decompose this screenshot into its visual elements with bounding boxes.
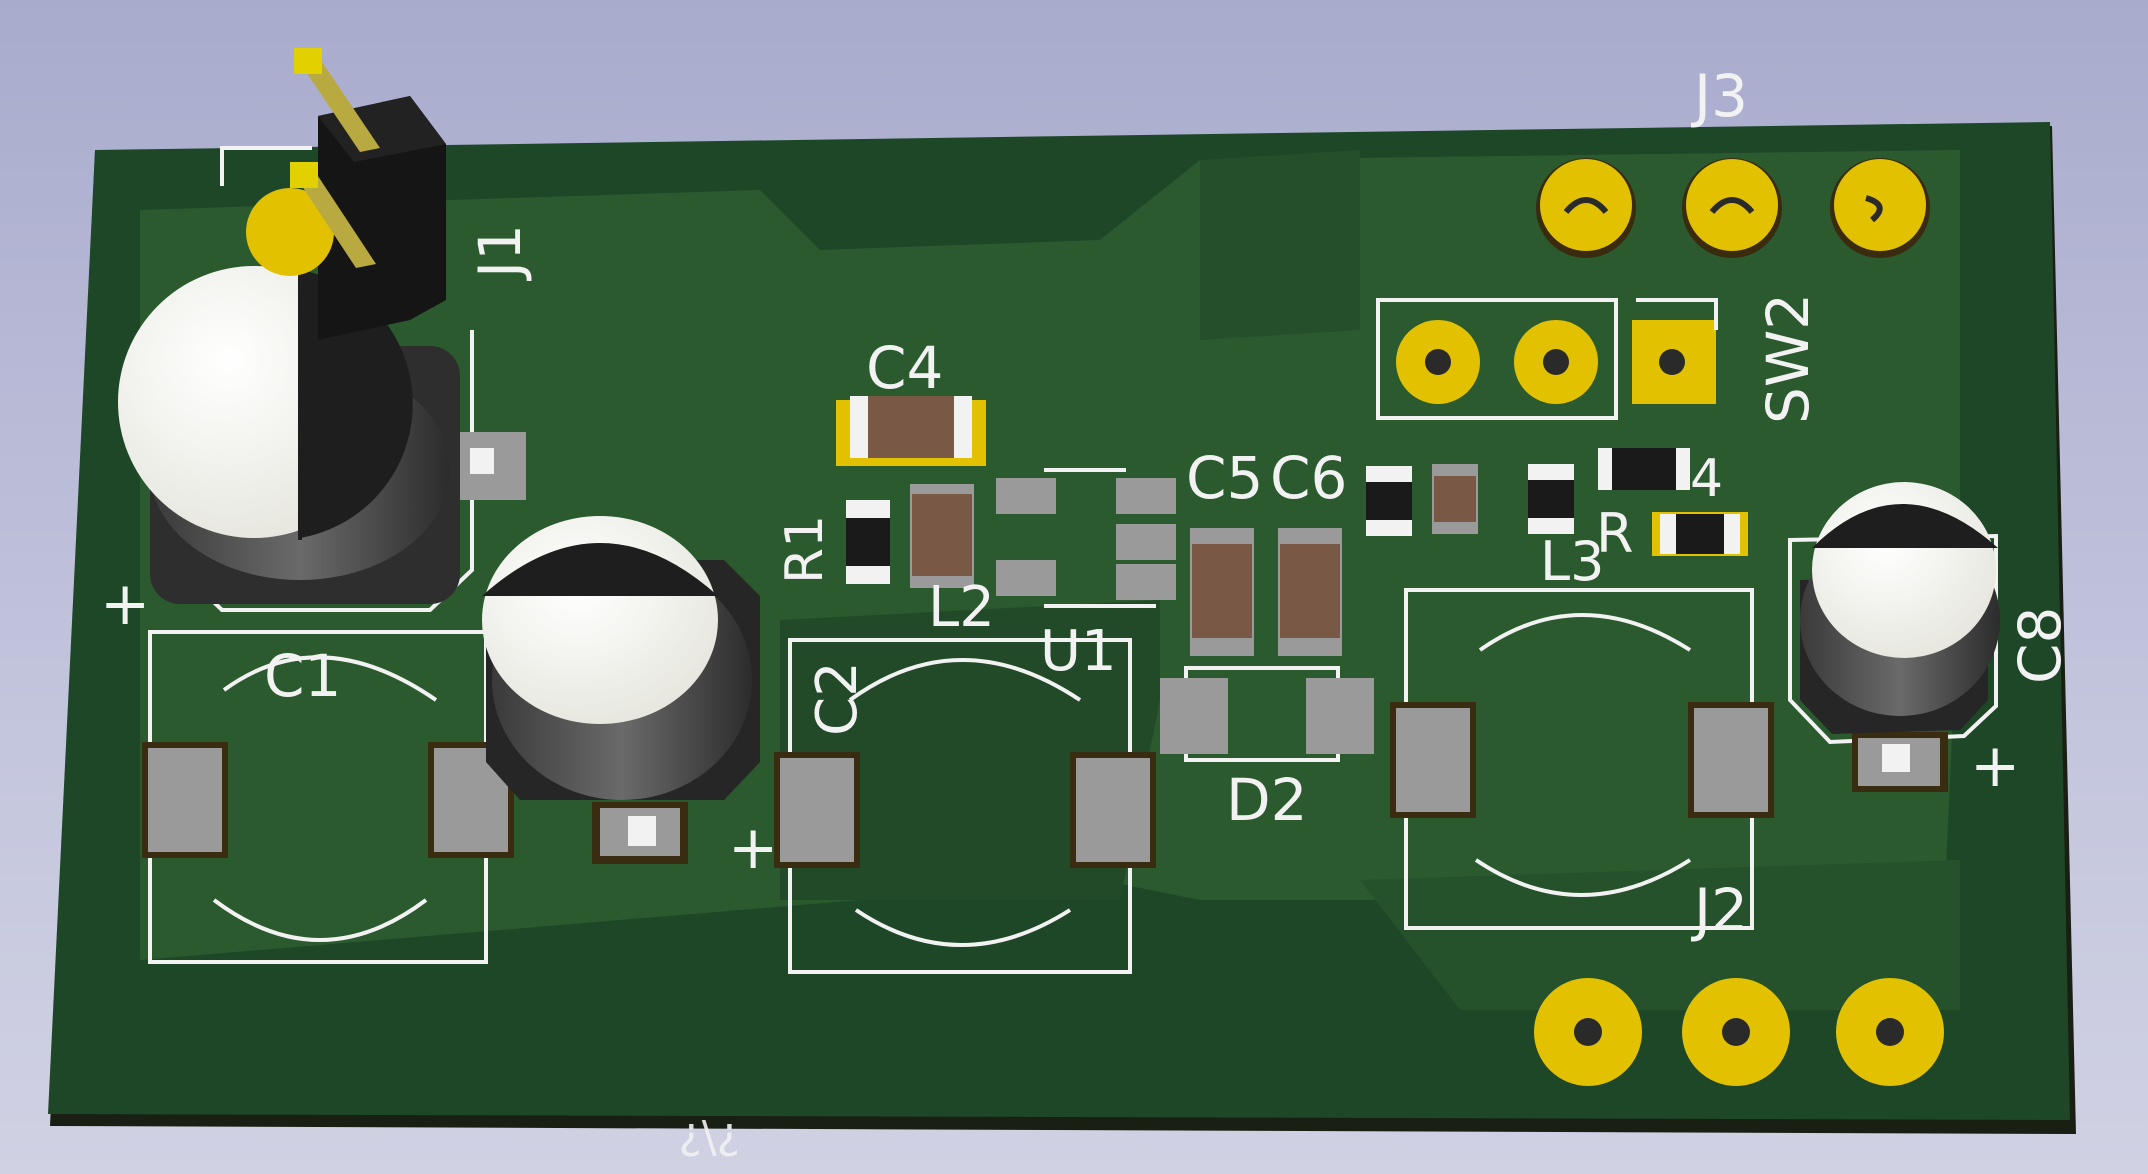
j3-connector[interactable] xyxy=(1536,158,1930,258)
inductor-l2[interactable] xyxy=(774,638,1156,974)
ic-u1[interactable] xyxy=(996,468,1176,608)
label-r4-partial: 4 xyxy=(1690,449,1723,509)
inductor-l2-pad-a xyxy=(780,758,854,862)
pin-header-j1[interactable] xyxy=(246,48,446,340)
svg-text:?\?: ?\? xyxy=(678,1113,740,1164)
label-c1: C1 xyxy=(264,642,341,710)
inductor-l3[interactable] xyxy=(1390,588,1774,930)
inductor-left-pad-a xyxy=(148,748,222,852)
label-r1: R1 xyxy=(775,515,835,584)
capacitor-c6[interactable] xyxy=(1278,528,1342,656)
polarity-c8: + xyxy=(1970,731,2020,801)
polarity-c2: + xyxy=(728,813,778,883)
label-c2: C2 xyxy=(805,661,870,736)
capacitor-c4[interactable] xyxy=(836,396,986,466)
inductor-l3-pad-a xyxy=(1396,708,1470,812)
u1-pin-5 xyxy=(1116,564,1176,600)
label-l3: L3 xyxy=(1540,530,1604,593)
label-sw2: SW2 xyxy=(1754,293,1822,424)
d2-pad-a xyxy=(1160,678,1228,754)
capacitor-c2[interactable] xyxy=(482,516,760,864)
inductor-l2-pad-b xyxy=(1076,758,1150,862)
polarity-c1: + xyxy=(100,569,150,639)
label-d2: D2 xyxy=(1226,766,1308,834)
u1-pin-4 xyxy=(1116,524,1176,560)
u1-pin-2 xyxy=(996,560,1056,596)
copper-pour-island xyxy=(1200,150,1360,340)
capacitor-c3[interactable] xyxy=(910,484,974,588)
backside-text: ?\? xyxy=(678,1113,740,1164)
label-l2: L2 xyxy=(928,575,995,640)
diode-d2[interactable] xyxy=(1160,666,1374,762)
label-u1: U1 xyxy=(1040,619,1117,684)
label-c4: C4 xyxy=(866,334,943,402)
label-c6: C6 xyxy=(1270,444,1347,512)
u1-pin-3 xyxy=(1116,478,1176,514)
u1-pin-1 xyxy=(996,478,1056,514)
copper-pour-inner xyxy=(780,600,1160,900)
label-r-partial: R xyxy=(1596,502,1634,565)
d2-pad-b xyxy=(1306,678,1374,754)
label-j2: J2 xyxy=(1691,876,1748,944)
inductor-l3-pad-b xyxy=(1694,708,1768,812)
capacitor-c8[interactable] xyxy=(1788,482,2000,792)
label-c5: C5 xyxy=(1186,444,1263,512)
passive-cluster[interactable] xyxy=(1366,448,1748,556)
label-j3: J3 xyxy=(1691,62,1748,130)
label-j1: J1 xyxy=(466,224,534,281)
copper-pour-bottom xyxy=(1360,860,1960,1010)
resistor-r1[interactable] xyxy=(846,500,890,584)
capacitor-c5[interactable] xyxy=(1190,528,1254,656)
j2-connector[interactable] xyxy=(1534,978,1944,1086)
label-c8: C8 xyxy=(2006,607,2074,684)
j3-pad-2 xyxy=(1686,159,1778,251)
j3-pad-1 xyxy=(1540,159,1632,251)
sw2-switch[interactable] xyxy=(1376,298,1718,420)
sw2-outline xyxy=(1376,298,1618,420)
